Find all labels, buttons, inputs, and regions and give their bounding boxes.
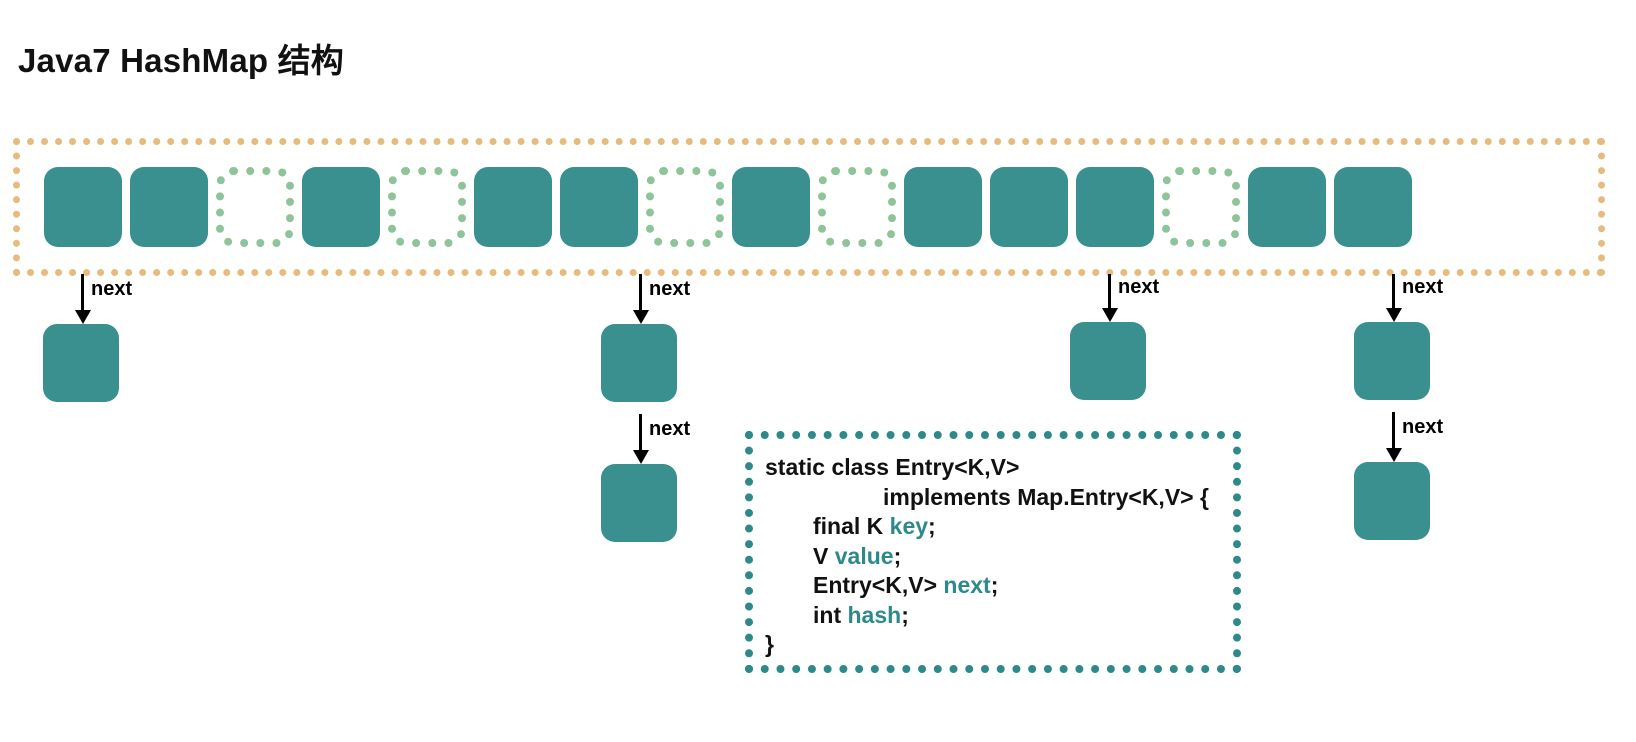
code-keyword: next [943, 572, 991, 598]
code-text: } [765, 631, 774, 657]
next-arrow-chain1-link0 [639, 274, 642, 311]
bucket-3-filled[interactable] [302, 167, 380, 247]
hashmap-bucket-array [13, 138, 1605, 276]
bucket-12-filled[interactable] [1076, 167, 1154, 247]
code-line-6: } [765, 630, 1233, 660]
code-text: ; [928, 513, 936, 539]
code-line-4: Entry<K,V> next; [765, 571, 1233, 601]
code-keyword: value [834, 542, 894, 569]
next-label-chain0-link0: next [91, 278, 133, 300]
page-title: Java7 HashMap 结构 [18, 42, 344, 79]
code-keyword: key [889, 513, 929, 539]
bucket-11-filled[interactable] [990, 167, 1068, 247]
bucket-13-empty[interactable] [1162, 167, 1240, 247]
bucket-10-filled[interactable] [904, 167, 982, 247]
bucket-2-empty[interactable] [216, 167, 294, 247]
code-text: final K [813, 513, 890, 539]
next-arrow-chain3-link1 [1392, 412, 1395, 449]
bucket-6-filled[interactable] [560, 167, 638, 247]
entry-class-code-box: static class Entry<K,V> implements Map.En… [745, 431, 1241, 673]
next-label-chain3-link0: next [1402, 276, 1444, 298]
bucket-7-empty[interactable] [646, 167, 724, 247]
bucket-4-empty[interactable] [388, 167, 466, 247]
bucket-0-filled[interactable] [44, 167, 122, 247]
code-line-1: implements Map.Entry<K,V> { [765, 483, 1233, 513]
code-text: V [813, 542, 835, 569]
code-line-3: V value; [765, 542, 1233, 572]
entry-node-chain1-0[interactable] [601, 324, 677, 402]
bucket-9-empty[interactable] [818, 167, 896, 247]
code-keyword: hash [847, 601, 902, 628]
code-text: Entry<K,V> [813, 572, 944, 598]
bucket-14-filled[interactable] [1248, 167, 1326, 247]
next-arrow-chain3-link0 [1392, 274, 1395, 309]
code-text: static class Entry<K,V> [765, 454, 1020, 480]
code-line-0: static class Entry<K,V> [765, 453, 1233, 483]
code-text: ; [990, 572, 999, 598]
code-line-2: final K key; [765, 512, 1233, 542]
entry-node-chain0-0[interactable] [43, 324, 119, 402]
code-text: implements Map.Entry<K,V> { [883, 483, 1209, 510]
code-text: ; [901, 601, 909, 628]
next-label-chain1-link0: next [649, 278, 691, 300]
entry-node-chain1-1[interactable] [601, 464, 677, 542]
code-text: ; [893, 542, 902, 569]
bucket-1-filled[interactable] [130, 167, 208, 247]
next-label-chain3-link1: next [1402, 416, 1444, 438]
next-arrow-chain1-link1 [639, 414, 642, 451]
bucket-8-filled[interactable] [732, 167, 810, 247]
code-line-5: int hash; [765, 601, 1233, 631]
next-label-chain1-link1: next [649, 418, 691, 440]
entry-node-chain2-0[interactable] [1070, 322, 1146, 400]
entry-node-chain3-1[interactable] [1354, 462, 1430, 540]
bucket-15-filled[interactable] [1334, 167, 1412, 247]
code-text: int [813, 601, 848, 628]
next-label-chain2-link0: next [1118, 276, 1160, 298]
next-arrow-chain2-link0 [1108, 274, 1111, 309]
entry-node-chain3-0[interactable] [1354, 322, 1430, 400]
bucket-5-filled[interactable] [474, 167, 552, 247]
next-arrow-chain0-link0 [81, 274, 84, 311]
